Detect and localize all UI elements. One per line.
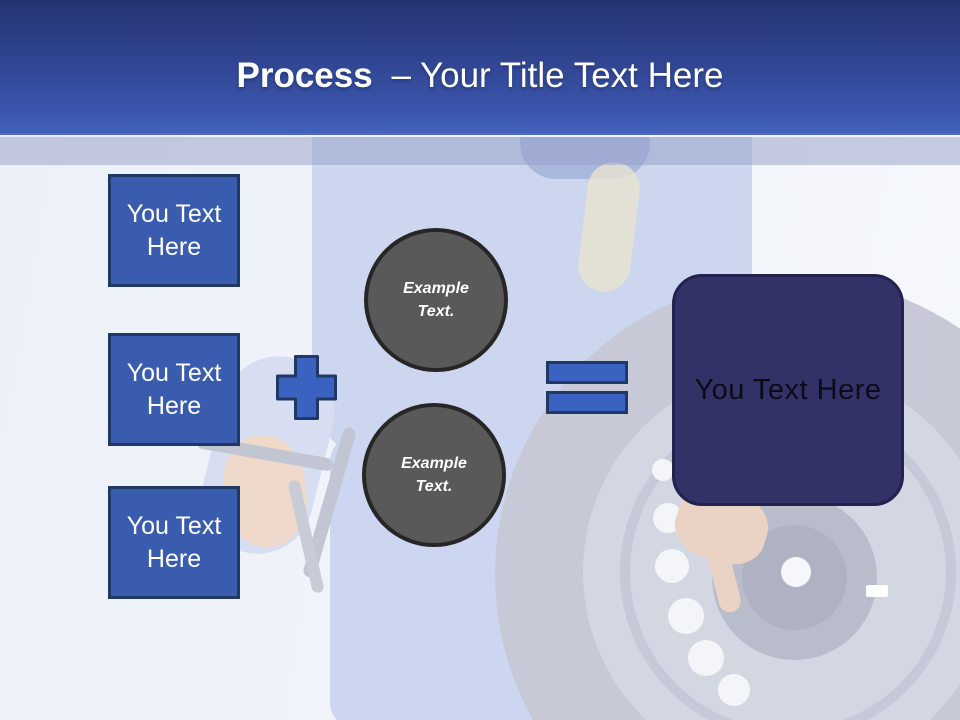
example-circle-2[interactable]: Example Text. [362, 403, 506, 547]
equals-bar-bottom [546, 391, 628, 414]
photo-wheel-hole [655, 549, 689, 583]
step-box-2[interactable]: You Text Here [108, 333, 240, 446]
step-box-3-label: You Text Here [126, 511, 222, 573]
example-circle-2-label: Example Text. [401, 454, 467, 495]
photo-rim-label [866, 585, 888, 597]
header-underlay-band [0, 137, 960, 165]
result-box[interactable]: You Text Here [672, 274, 904, 506]
slide-header: Process – Your Title Text Here [0, 0, 960, 135]
photo-hub-highlight [781, 557, 811, 587]
step-box-2-label: You Text Here [126, 358, 222, 420]
photo-wheel-hole [688, 640, 724, 676]
plus-icon [276, 355, 337, 420]
photo-wheel-hole [718, 674, 750, 706]
example-circle-1[interactable]: Example Text. [364, 228, 508, 372]
step-box-3[interactable]: You Text Here [108, 486, 240, 599]
title-rest-text: – Your Title Text Here [391, 55, 724, 95]
result-box-label: You Text Here [694, 373, 882, 406]
step-box-1[interactable]: You Text Here [108, 174, 240, 287]
slide-title[interactable]: Process – Your Title Text Here [236, 56, 723, 96]
photo-wheel-hole [668, 598, 704, 634]
example-circle-1-label: Example Text. [403, 279, 469, 320]
equals-bar-top [546, 361, 628, 384]
step-box-1-label: You Text Here [126, 199, 222, 261]
equals-icon [546, 361, 628, 414]
title-bold-text: Process [236, 55, 373, 95]
photo-wheel-hole [652, 459, 674, 481]
